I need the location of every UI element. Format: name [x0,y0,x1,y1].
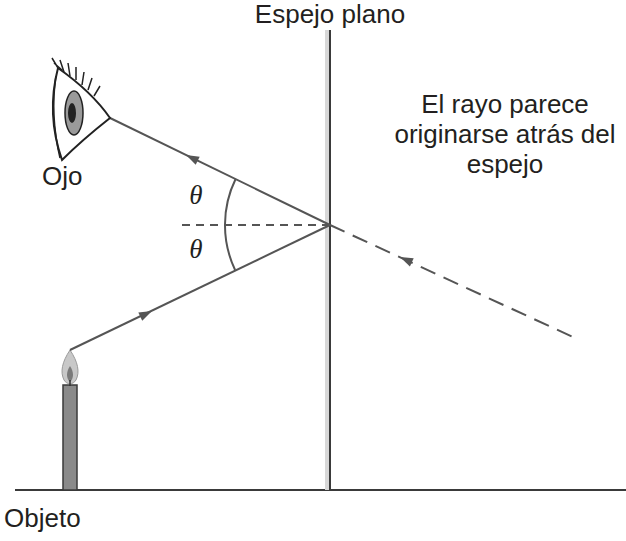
incident-ray [70,225,330,350]
angle-symbol: θ [189,180,202,211]
angle-arc [225,179,236,270]
ray-arrowhead [138,307,154,321]
mirror-shade [325,30,329,490]
ground-line [15,489,626,491]
ray-arrowhead [398,253,414,267]
candle-body [63,385,77,490]
virtual-ray-note: El rayo parece originarse atrás del espe… [389,90,621,180]
eye-icon [52,58,110,160]
flame-core [67,366,73,382]
plane-mirror [329,30,331,490]
reflected-ray [108,117,330,225]
candle-flame [62,350,78,384]
mirror-label: Espejo plano [255,0,405,30]
virtual-ray [330,225,575,338]
object-label: Objeto [4,504,81,534]
ray-arrowhead [184,151,200,165]
normal-line [182,224,330,226]
angle-symbol: θ [189,234,202,265]
eye-label: Ojo [42,162,82,192]
candle-wick [69,380,71,386]
